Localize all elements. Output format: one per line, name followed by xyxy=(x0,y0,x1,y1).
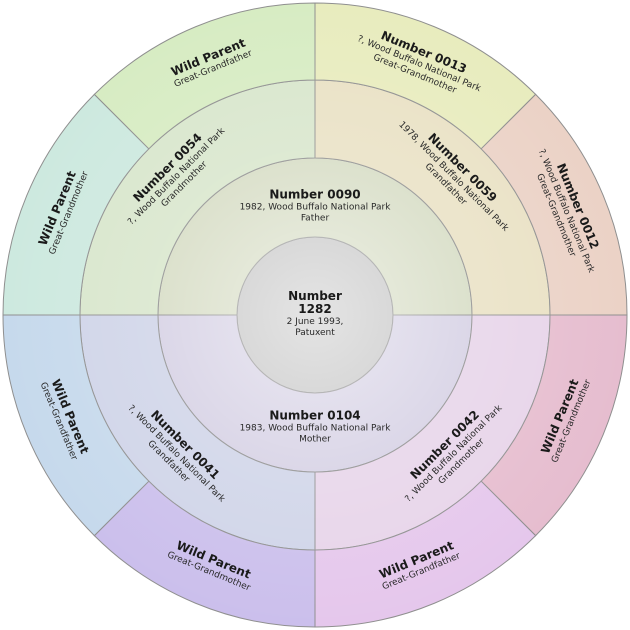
person-relation: Father xyxy=(301,214,330,224)
person-birth-info: 2 June 1993, xyxy=(287,317,344,327)
person-name: Number 0090 xyxy=(269,188,360,202)
person-relation: Mother xyxy=(299,435,331,445)
person-name: Number xyxy=(288,289,342,303)
person-birth-info: Patuxent xyxy=(295,328,335,338)
person-name: Number 0104 xyxy=(269,409,360,423)
person-birth-info: 1982, Wood Buffalo National Park xyxy=(240,203,392,213)
person-name: 1282 xyxy=(298,302,331,316)
person-birth-info: 1983, Wood Buffalo National Park xyxy=(240,424,392,434)
